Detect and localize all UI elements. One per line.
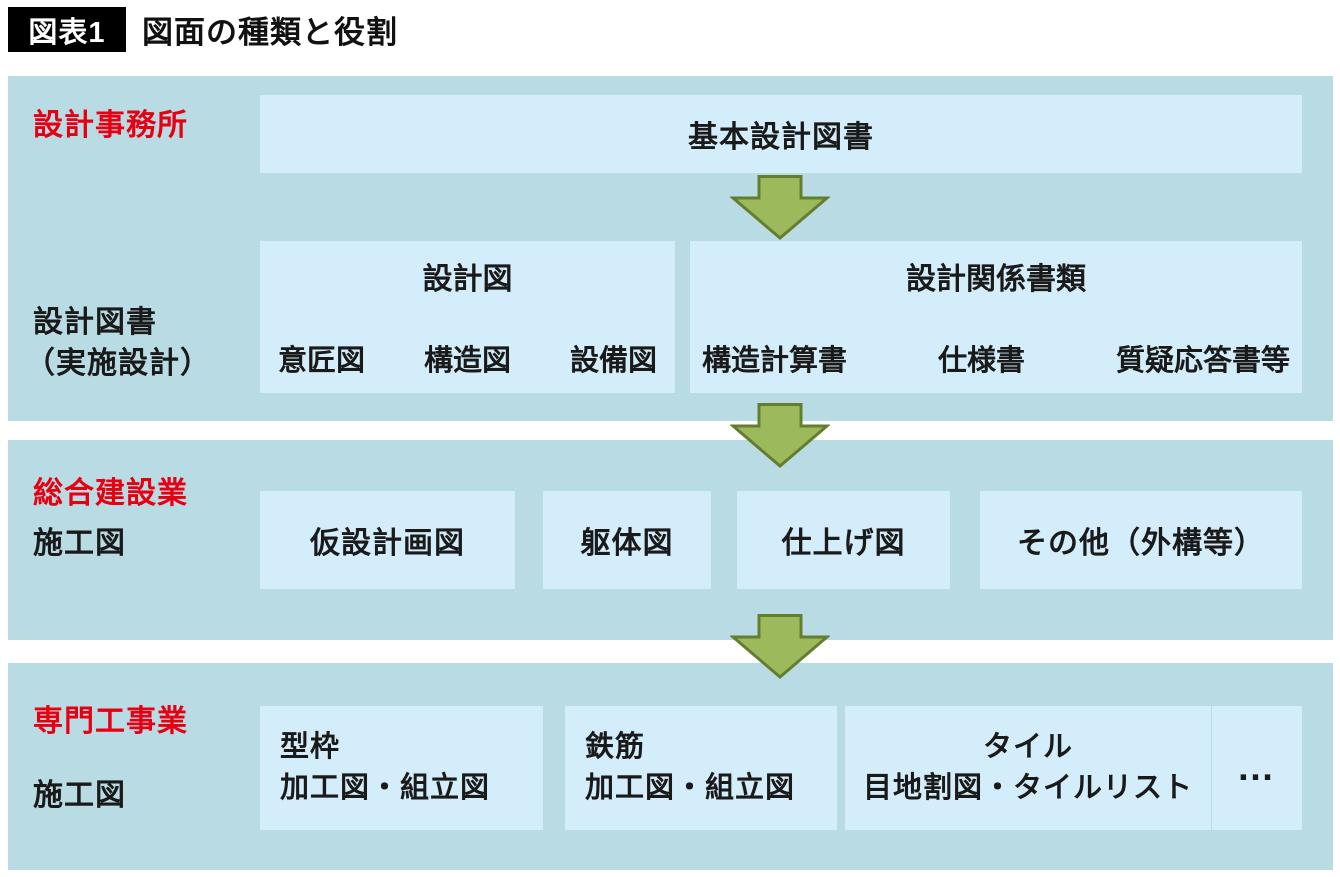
band-design-office: 設計事務所 基本設計図書 設計図書 （実施設計） 設計図 意匠図 構造図 設備図… [8,76,1333,421]
box-temporary-plan-drawing-label: 仮設計画図 [310,527,465,560]
box-frame-drawing-label: 躯体図 [580,527,674,560]
role-label-shop-drawings: 施工図 [33,527,126,560]
doc-label-line2: （実施設計） [25,347,211,380]
box-temporary-plan-drawing: 仮設計画図 [260,491,515,589]
box-design-related-documents-items: 構造計算書 仕様書 質疑応答書等 [702,337,1290,379]
box-tile: タイル 目地割図・タイルリスト [845,706,1211,830]
box-frame-drawing: 躯体図 [543,491,711,589]
doc-label-line1: 設計図書 [33,306,157,339]
box-design-drawings-items: 意匠図 構造図 設備図 [278,337,657,379]
design-document-item: 質疑応答書等 [1115,345,1290,377]
box-design-drawings: 設計図 意匠図 構造図 設備図 [260,241,675,393]
down-arrow-icon [730,403,830,468]
box-tile-title: タイル [982,731,1073,763]
box-other-exterior: その他（外構等） [980,491,1302,589]
box-design-related-documents-title: 設計関係書類 [906,263,1086,296]
design-drawing-item: 構造図 [423,345,511,377]
box-tile-subtitle: 目地割図・タイルリスト [862,772,1193,804]
role-label-shop-drawings-2: 施工図 [33,779,126,812]
box-basic-design-documents-label: 基本設計図書 [688,121,874,154]
box-finish-drawing-label: 仕上げ図 [781,527,906,560]
ellipsis-label: … [1236,746,1278,789]
box-formwork-subtitle: 加工図・組立図 [280,772,491,804]
down-arrow-icon [730,175,830,240]
design-document-item: 構造計算書 [702,345,848,377]
box-ellipsis: … [1212,706,1302,830]
box-rebar-subtitle: 加工図・組立図 [585,772,796,804]
figure-number-badge: 図表1 [8,7,126,52]
actor-label-general-contractor: 総合建設業 [33,477,188,510]
actor-label-specialty-contractor: 専門工事業 [33,705,188,738]
box-design-related-documents: 設計関係書類 構造計算書 仕様書 質疑応答書等 [690,241,1302,393]
box-finish-drawing: 仕上げ図 [737,491,950,589]
design-drawing-item: 意匠図 [278,345,366,377]
band-specialty-contractor: 専門工事業 施工図 型枠 加工図・組立図 鉄筋 加工図・組立図 タイル 目地割図… [8,663,1333,870]
box-rebar: 鉄筋 加工図・組立図 [565,706,837,830]
box-rebar-title: 鉄筋 [585,731,646,763]
down-arrow-icon [730,614,830,679]
page-title: 図面の種類と役割 [142,15,398,50]
design-document-item: 仕様書 [937,345,1025,377]
box-formwork-title: 型枠 [280,731,341,763]
box-other-exterior-label: その他（外構等） [1017,527,1265,560]
box-basic-design-documents: 基本設計図書 [260,95,1302,173]
box-formwork: 型枠 加工図・組立図 [260,706,543,830]
band-general-contractor: 総合建設業 施工図 仮設計画図 躯体図 仕上げ図 その他（外構等） [8,440,1333,640]
box-design-drawings-title: 設計図 [422,263,513,296]
design-drawing-item: 設備図 [569,345,657,377]
actor-label-design-office: 設計事務所 [33,109,188,142]
